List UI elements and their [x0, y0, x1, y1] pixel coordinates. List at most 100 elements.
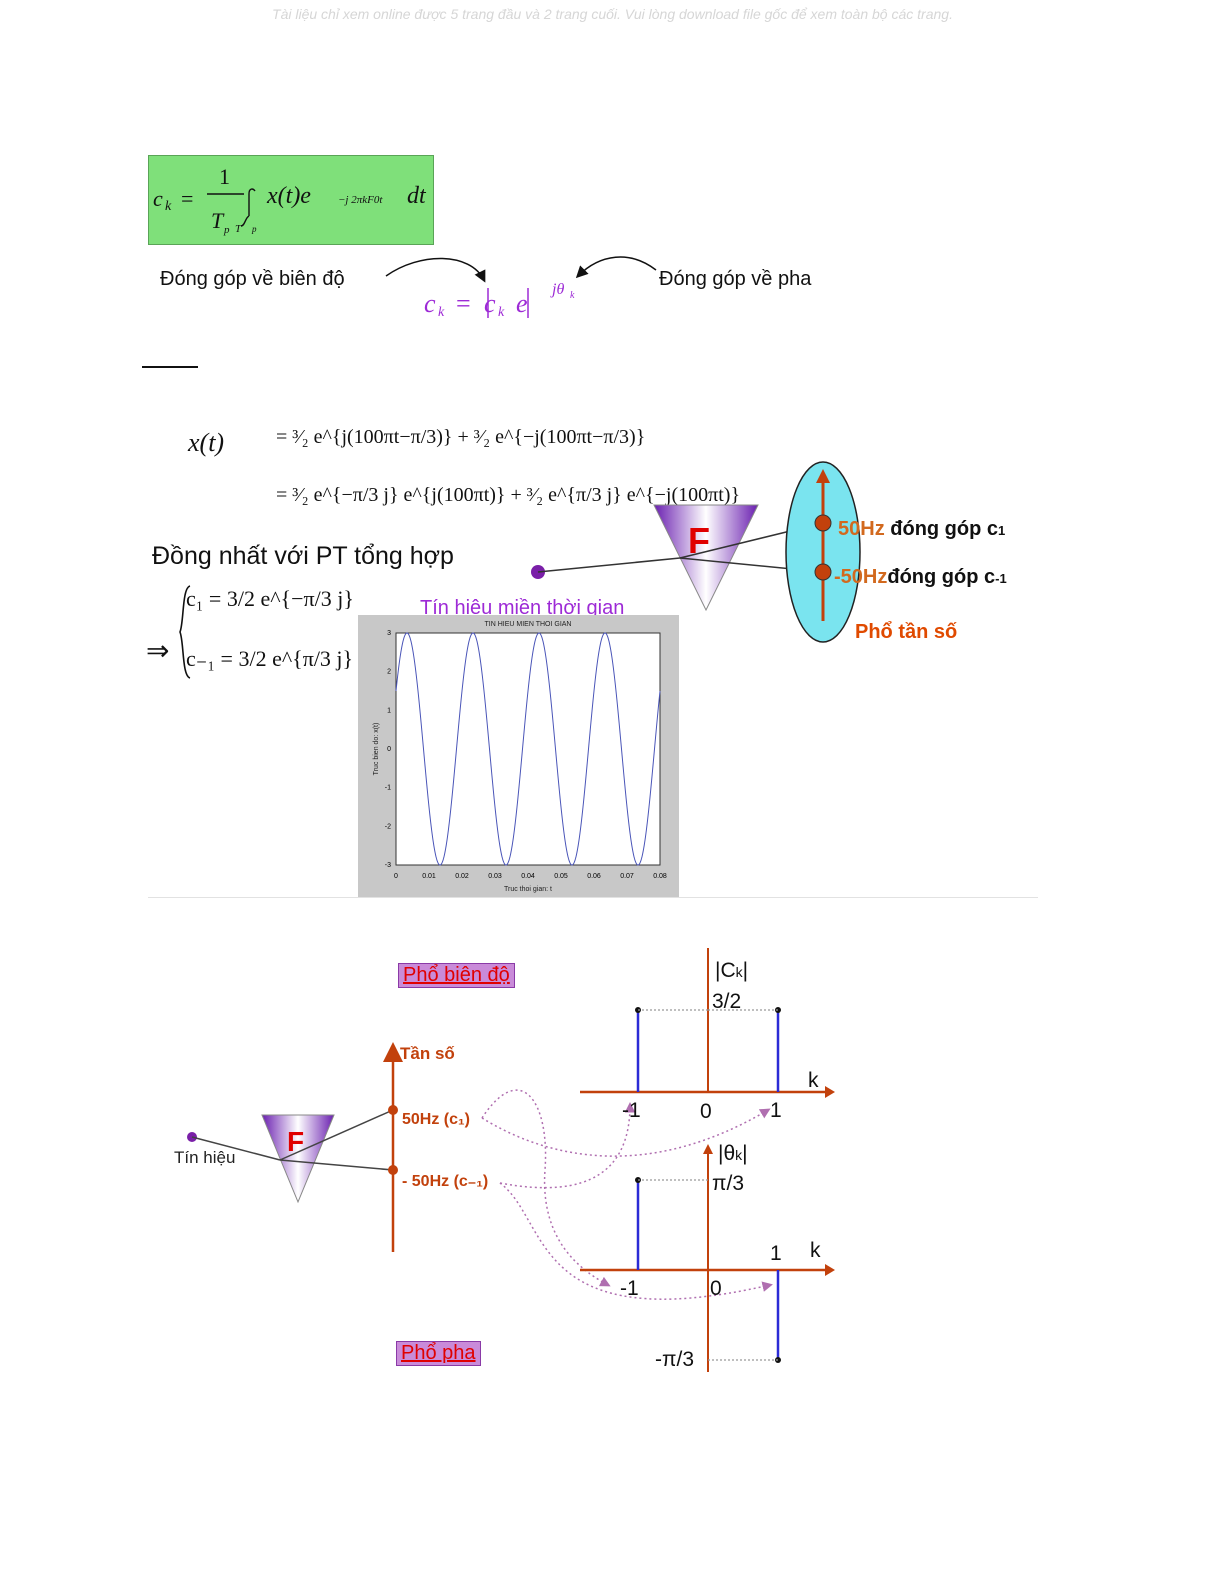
y-tick-label: 1: [387, 707, 391, 714]
phase-neg-label: -π/3: [655, 1348, 694, 1371]
neg-freq-point: [814, 563, 832, 581]
pos-freq-point: [814, 514, 832, 532]
x-tick-label: 0.03: [488, 873, 502, 880]
amp-axis-sub: k: [736, 964, 744, 980]
phase-arrow: [575, 256, 657, 279]
plot-xlabel: Truc thoi gian: t: [504, 886, 552, 893]
amp-tick-m1: -1: [622, 1099, 641, 1122]
neg-freq-hz: -50Hz: [834, 566, 887, 588]
y-tick-label: 3: [387, 630, 391, 637]
amp-tick-0: 0: [700, 1100, 712, 1123]
phase-spectrum-title: Phổ pha: [396, 1341, 481, 1366]
phase-contribution-label: Đóng góp về pha: [659, 268, 812, 290]
svg-text:-50Hzđóng góp c-1: -50Hzđóng góp c-1: [834, 566, 1007, 588]
formula-int-lower-sub: p: [251, 224, 257, 234]
y-tick-label: -3: [385, 862, 391, 869]
x-tick-label: 0.06: [587, 873, 601, 880]
phase-tick-1: 1: [770, 1242, 782, 1265]
pos-freq-hz: 50Hz: [838, 518, 885, 540]
phase-tick-0: 0: [710, 1277, 722, 1300]
svg-text:50Hz đóng góp c1: 50Hz đóng góp c1: [838, 518, 1005, 540]
polar-exp-sub: k: [570, 290, 575, 301]
formula-exponent: −j 2πkF0t: [338, 194, 383, 206]
pos-freq-label: 50Hz (c₁): [402, 1111, 470, 1128]
left-brace: [179, 585, 191, 679]
formula-eq: =: [181, 186, 193, 211]
formula-dt: dt: [407, 183, 427, 209]
amplitude-arrow: [385, 257, 486, 283]
plot-area: [395, 632, 661, 866]
plot-title: TIN HIEU MIEN THOI GIAN: [485, 621, 572, 628]
formula-numerator: 1: [219, 164, 230, 189]
x-tick-label: 0.07: [620, 873, 634, 880]
xt-symbol: x(t): [188, 428, 225, 457]
formula-denominator: T: [211, 208, 225, 233]
freq-spectrum-label: Phổ tần số: [855, 621, 957, 643]
fourier-f-letter: F: [688, 520, 710, 561]
cminus1-equation: c₋₁ = 3/2 e^{π/3 j}: [186, 646, 354, 671]
amp-value-label: 3/2: [712, 990, 741, 1013]
polar-e: e: [516, 289, 528, 318]
x-tick-label: 0.04: [521, 873, 535, 880]
polar-mag-sub: k: [498, 305, 505, 320]
phase-spectrum-chart: [580, 1144, 835, 1372]
plot-ylabel: Truc bien do: x(t): [373, 723, 380, 776]
formula-int-lower: T: [235, 223, 242, 235]
amplitude-spectrum-chart: [580, 948, 835, 1098]
pos-freq-sub: 1: [998, 523, 1005, 538]
polar-form-svg: c k = c k e jθ k: [385, 256, 657, 320]
fourier-coefficient-formula: c k = 1 T p T p x(t)e −j 2πkF0t dt: [148, 155, 434, 245]
neg-freq-label: - 50Hz (c₋₁): [402, 1173, 488, 1190]
fourier-f-small: F: [287, 1126, 304, 1157]
identify-label: Đồng nhất với PT tổng hợp: [152, 542, 454, 570]
amplitude-contribution-label: Đóng góp về biên độ: [160, 268, 345, 290]
neg-freq-rest: đóng góp c: [887, 566, 995, 588]
polar-lhs-sub: k: [438, 305, 445, 320]
svg-text:|Ck|: |Ck|: [715, 959, 748, 982]
polar-mag: c: [484, 289, 496, 318]
section-underline: [142, 366, 198, 368]
phase-axis-label: |θ: [718, 1142, 735, 1165]
x-tick-label: 0.01: [422, 873, 436, 880]
formula-svg: c k = 1 T p T p x(t)e −j 2πkF0t dt: [153, 164, 427, 236]
expansion-line-1: = ³⁄₂ e^{j(100πt−π/3)} + ³⁄₂ e^{−j(100πt…: [276, 426, 646, 448]
y-tick-label: -1: [385, 785, 391, 792]
amp-tick-1: 1: [770, 1099, 782, 1122]
x-tick-label: 0: [394, 873, 398, 880]
frequency-spectrum-top: F 50Hz đóng góp c1 -50Hzđóng góp c-1 Phổ…: [531, 461, 1007, 643]
y-tick-label: 0: [387, 746, 391, 753]
amplitude-spectrum-title: Phổ biên độ: [398, 963, 515, 988]
polar-exp: jθ: [550, 281, 564, 298]
phase-tick-m1: -1: [620, 1277, 639, 1300]
sine-wave-line: [395, 632, 661, 866]
formula-den-sub: p: [223, 224, 230, 236]
implies-symbol: ⇒: [146, 636, 170, 667]
formula-integrand: x(t)e: [266, 183, 311, 209]
transform-cone-small: [261, 1114, 335, 1204]
signal-label: Tín hiệu: [174, 1148, 235, 1167]
y-tick-label: 2: [387, 669, 391, 676]
time-domain-svg: TIN HIEU MIEN THOI GIAN Truc thoi gian: …: [373, 621, 667, 893]
pos-freq-rest: đóng góp c: [885, 518, 998, 540]
phase-k-label: k: [810, 1239, 821, 1262]
integral-sign: [240, 188, 256, 227]
svg-text:|θk|: |θk|: [718, 1142, 748, 1165]
amp-k-label: k: [808, 1069, 819, 1092]
freq-axis-label: Tần số: [400, 1044, 455, 1063]
phase-axis-sub: k: [735, 1147, 743, 1163]
amp-axis-label: |C: [715, 959, 736, 982]
phase-pos-label: π/3: [712, 1172, 744, 1195]
time-domain-plot: TIN HIEU MIEN THOI GIAN Truc thoi gian: …: [358, 615, 679, 897]
c1-equation: c₁ = 3/2 e^{−π/3 j}: [186, 586, 354, 611]
neg-freq-sub: -1: [995, 571, 1007, 586]
section-divider: [148, 897, 1038, 898]
formula-lhs-sub: k: [165, 199, 172, 214]
time-domain-caption: Tín hiệu miền thời gian: [420, 597, 625, 619]
x-tick-label: 0.08: [653, 873, 667, 880]
polar-eq: =: [456, 289, 471, 318]
expansion-line-2: = ³⁄₂ e^{−π/3 j} e^{j(100πt)} + ³⁄₂ e^{π…: [276, 484, 741, 506]
watermark-text: Tài liệu chỉ xem online được 5 trang đầu…: [272, 6, 953, 22]
x-tick-label: 0.02: [455, 873, 469, 880]
x-tick-label: 0.05: [554, 873, 568, 880]
spectrum-diagram: Tín hiệu F Tần số 50Hz (c₁) - 50Hz (c₋₁)…: [174, 948, 835, 1372]
